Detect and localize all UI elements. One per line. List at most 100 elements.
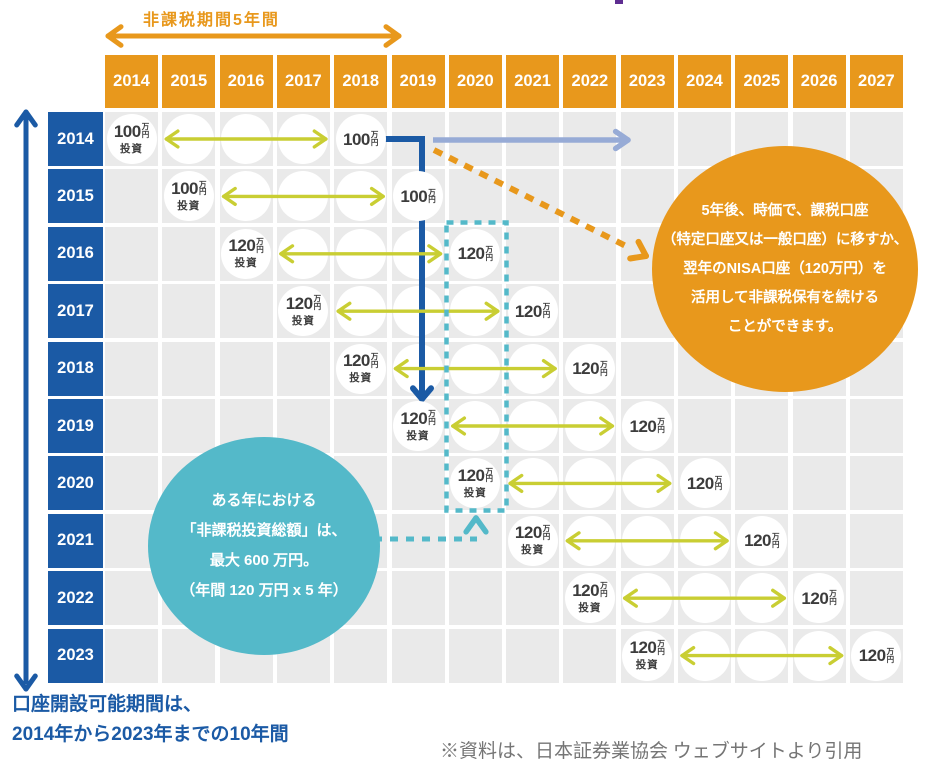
column-header-2021: 2021 xyxy=(506,55,560,108)
amount-value: 120 xyxy=(514,523,542,543)
rollover-note-line: 活用して非課税保有を続ける xyxy=(690,289,880,306)
grid-cell xyxy=(105,628,158,683)
man-en-unit: 万円 xyxy=(370,351,379,369)
grid-cell xyxy=(506,628,560,683)
grid-cell xyxy=(105,399,158,453)
amount-value: 120 xyxy=(686,473,714,493)
man-en-unit: 万円 xyxy=(829,589,837,607)
grid-cell xyxy=(448,571,502,626)
grid-cell xyxy=(105,226,158,281)
invest-label: 投資 xyxy=(463,486,487,499)
grid-cell xyxy=(563,284,617,339)
five-year-holding-arrows xyxy=(164,129,844,666)
amount-value: 120 xyxy=(285,293,313,313)
row-header-2021: 2021 xyxy=(48,513,103,568)
column-header-2015: 2015 xyxy=(162,55,216,108)
row-header-2014: 2014 xyxy=(48,112,103,166)
grid-cell xyxy=(849,513,903,568)
man-en-unit: 万円 xyxy=(428,409,436,426)
man-en-unit: 万円 xyxy=(485,466,493,484)
grid-cell xyxy=(391,628,445,683)
invest-label: 投資 xyxy=(578,601,602,614)
grid-cell xyxy=(506,571,560,626)
grid-cell xyxy=(219,284,273,339)
column-header-2017: 2017 xyxy=(276,55,330,108)
amount-value: 120 xyxy=(744,531,771,551)
invest-label: 投資 xyxy=(291,314,315,327)
man-en-unit: 万円 xyxy=(714,474,723,492)
amount-value: 120 xyxy=(572,580,600,600)
tax-free-period-arrow xyxy=(105,24,402,48)
amount-value: 100 xyxy=(343,129,370,149)
amount-value: 120 xyxy=(858,646,886,666)
amount-value: 120 xyxy=(514,301,542,321)
grid-cell xyxy=(162,399,216,453)
grid-cell xyxy=(276,341,330,396)
column-header-2016: 2016 xyxy=(219,55,273,108)
column-header-2020: 2020 xyxy=(448,55,502,108)
grid-cell xyxy=(334,399,388,453)
man-en-unit: 万円 xyxy=(313,294,322,312)
rollover-note-bubble: 5年後、時価で、課税口座 （特定口座又は一般口座）に移すか、 翌年のNISA口座… xyxy=(652,146,918,392)
column-header-2018: 2018 xyxy=(334,55,388,108)
total-investment-note-line: 「非課税投資総額」は、 xyxy=(181,522,347,539)
amount-value: 120 xyxy=(572,359,600,379)
purple-artifact xyxy=(615,0,623,4)
amount-value: 100 xyxy=(113,121,141,141)
grid-cell xyxy=(678,112,731,166)
man-en-unit: 万円 xyxy=(657,638,665,656)
row-header-2020: 2020 xyxy=(48,456,103,511)
grid-cell xyxy=(162,284,216,339)
column-header-2027: 2027 xyxy=(849,55,903,108)
man-en-unit: 万円 xyxy=(141,122,150,139)
man-en-unit: 万円 xyxy=(370,130,379,147)
rollover-note-line: 翌年のNISA口座（120万円）を xyxy=(683,260,887,277)
column-header-2025: 2025 xyxy=(735,55,789,108)
rollover-note-line: ことができます。 xyxy=(727,318,843,335)
account-opening-period-line: 口座開設可能期間は、 xyxy=(12,694,203,715)
invest-label: 投資 xyxy=(635,659,659,672)
total-investment-note-line: （年間 120 万円 x 5 年） xyxy=(180,582,348,599)
account-period-arrow xyxy=(14,109,38,692)
grid-cell xyxy=(563,169,617,224)
amount-value: 120 xyxy=(400,408,428,428)
total-investment-highlight-rect xyxy=(444,220,509,513)
man-en-unit: 万円 xyxy=(600,359,608,377)
row-header-2023: 2023 xyxy=(48,628,103,683)
invest-label: 投資 xyxy=(177,199,201,212)
column-header-2024: 2024 xyxy=(678,55,731,108)
grid-cell xyxy=(735,399,789,453)
row-header-2019: 2019 xyxy=(48,399,103,453)
grid-cell xyxy=(448,628,502,683)
man-en-unit: 万円 xyxy=(256,236,264,254)
column-header-2022: 2022 xyxy=(563,55,617,108)
man-en-unit: 万円 xyxy=(542,523,551,541)
row-header-2022: 2022 xyxy=(48,571,103,626)
grid-cell xyxy=(105,456,158,511)
man-en-unit: 万円 xyxy=(428,187,436,205)
man-en-unit: 万円 xyxy=(542,302,551,320)
man-en-unit: 万円 xyxy=(771,531,780,549)
amount-value: 120 xyxy=(457,465,485,485)
grid-cell xyxy=(849,456,903,511)
man-en-unit: 万円 xyxy=(886,646,895,664)
invest-label: 投資 xyxy=(120,142,143,155)
row-header-2016: 2016 xyxy=(48,226,103,281)
